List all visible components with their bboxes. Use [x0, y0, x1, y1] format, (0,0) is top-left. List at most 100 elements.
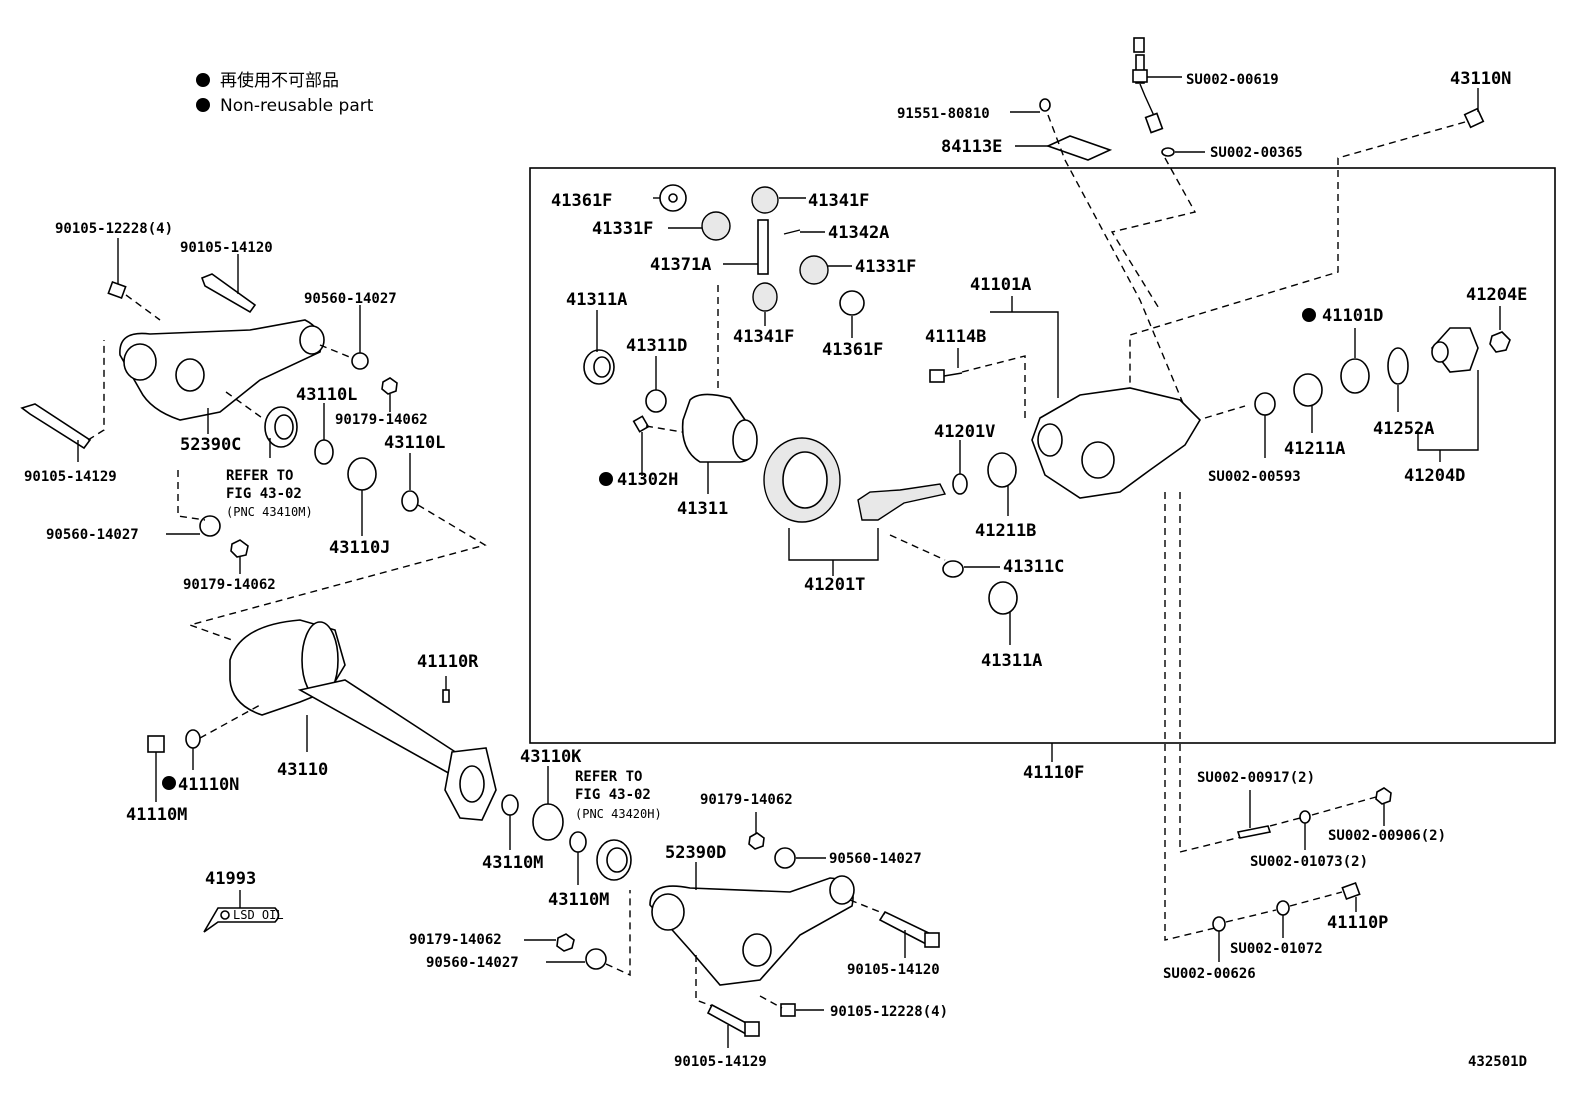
label-41101d: 41101D	[1322, 306, 1383, 326]
nut-su002-01072-icon	[1276, 900, 1290, 916]
refer-to-left: REFER TO	[226, 468, 293, 484]
label-41101a: 41101A	[970, 275, 1031, 295]
label-41331f-left: 41331F	[592, 219, 653, 239]
breather-assembly	[1110, 37, 1205, 311]
non-reusable-bullet-icon	[599, 472, 613, 486]
diff-case-group	[583, 310, 758, 494]
label-41110f: 41110F	[1023, 763, 1084, 783]
label-43110n: 43110N	[1450, 69, 1511, 89]
bolt-90105-14129-icon	[20, 403, 92, 450]
nut-su002-00906-icon	[1375, 787, 1392, 805]
nut-90179-14062-lower-icon	[556, 933, 575, 952]
label-84113e: 84113E	[941, 137, 1002, 157]
pnc-ref-left: (PNC 43410M)	[226, 505, 313, 519]
label-41110r: 41110R	[417, 652, 479, 672]
figure-code: 432501D	[1468, 1054, 1527, 1070]
pinion-shaft-41371a-icon	[757, 219, 769, 275]
label-90105-12228-right: 90105-12228(4)	[830, 1004, 948, 1020]
label-41361f-bottom: 41361F	[822, 340, 883, 360]
bracket-84113e-icon	[1045, 135, 1113, 161]
bearing-43110m-right-icon	[569, 831, 587, 853]
label-41311: 41311	[677, 499, 728, 519]
bearing-41101d-icon	[1340, 358, 1370, 394]
pnc-ref-right: (PNC 43420H)	[575, 807, 662, 821]
bolt-41114b-icon	[929, 369, 945, 383]
fig-ref-left: FIG 43-02	[226, 486, 302, 502]
label-43110l-right: 43110L	[384, 433, 445, 453]
carrier-bore-icon	[1081, 441, 1115, 479]
gasket-41110n-icon	[185, 729, 201, 749]
label-41110m: 41110M	[126, 805, 187, 825]
nut-su002-00626-icon	[1212, 916, 1226, 932]
bracket-assembly	[1010, 98, 1191, 421]
nut-90179-14062-right-icon	[748, 832, 765, 850]
label-43110m-left: 43110M	[482, 853, 543, 873]
bolt-90105-14129-right-icon	[706, 1003, 752, 1036]
label-su002-01073: SU002-01073(2)	[1250, 854, 1368, 870]
label-41110n: 41110N	[178, 775, 239, 795]
label-41204d: 41204D	[1404, 466, 1465, 486]
bracket-52390d-bushing-right-icon	[829, 875, 855, 905]
non-reusable-bullet-icon	[1302, 308, 1316, 322]
bracket-bushing-icon	[123, 343, 157, 381]
differential-carrier-frame	[529, 167, 1556, 744]
legend-en-text: Non-reusable part	[220, 96, 374, 116]
label-41993: 41993	[205, 869, 256, 889]
lsd-oil-tag-group: LSD OIL	[203, 890, 284, 933]
ring-gear-bore-icon	[782, 451, 828, 509]
nut-90179-14062-icon	[381, 377, 398, 395]
carrier-side-icon	[1037, 423, 1063, 457]
washer-90560-14027-bottom-icon	[199, 515, 221, 537]
label-90179-14062-left-bottom: 90179-14062	[183, 577, 276, 593]
nut-41204e-icon	[1489, 331, 1511, 353]
legend: 再使用不可部品 Non-reusable part	[196, 70, 374, 116]
label-41201v: 41201V	[934, 422, 995, 442]
side-gear-41341f-icon	[751, 186, 779, 214]
bolt-41110p-icon	[1341, 881, 1361, 901]
washer-90560-14027-right-icon	[774, 847, 796, 869]
label-41331f-right: 41331F	[855, 257, 916, 277]
washer-41311d-icon	[645, 389, 667, 413]
bolt-90105-14120-head-icon	[924, 932, 940, 948]
label-43110: 43110	[277, 760, 328, 780]
label-90105-12228-left: 90105-12228(4)	[55, 221, 173, 237]
label-su002-00365: SU002-00365	[1210, 145, 1303, 161]
label-41211b: 41211B	[975, 521, 1036, 541]
pinion-gear-41331f-icon	[701, 211, 731, 241]
left-mount-group	[20, 238, 487, 641]
seal-inner-icon	[274, 414, 294, 440]
label-90560-14027-right: 90560-14027	[829, 851, 922, 867]
label-90105-14120-left: 90105-14120	[180, 240, 273, 256]
bearing-43110l-icon	[314, 439, 334, 465]
bolt-90105-12228-right-icon	[780, 1003, 796, 1017]
label-43110k: 43110K	[520, 747, 582, 767]
label-su002-00906: SU002-00906(2)	[1328, 828, 1446, 844]
label-91551-80810: 91551-80810	[897, 106, 990, 122]
label-41371a: 41371A	[650, 255, 711, 275]
label-43110j: 43110J	[329, 538, 390, 558]
bearing-41311a-bottom-icon	[988, 581, 1018, 615]
breather-cap-icon	[1133, 37, 1145, 53]
bracket-52390d-icon	[649, 877, 854, 986]
bolt-91551-icon	[1039, 98, 1051, 112]
drive-pinion-icon	[857, 483, 947, 521]
oil-seal-su002-00593-icon	[1254, 392, 1276, 416]
bolt-43110n-icon	[1463, 107, 1485, 129]
label-41361f-top: 41361F	[551, 191, 612, 211]
lsd-tag-hole-icon	[220, 910, 230, 920]
bracket-bushing-right-icon	[299, 325, 325, 355]
label-90560-14027-lower: 90560-14027	[426, 955, 519, 971]
bracket-52390d-hole-icon	[742, 933, 772, 967]
label-90179-14062-left: 90179-14062	[335, 412, 428, 428]
label-90105-14120-right: 90105-14120	[847, 962, 940, 978]
label-41201t: 41201T	[804, 575, 865, 595]
bearing-43110m-icon	[501, 794, 519, 816]
thrust-washer-41361f-right-icon	[839, 290, 865, 316]
carrier-housing-group	[929, 296, 1246, 941]
label-43110l-left: 43110L	[296, 385, 357, 405]
stud-su002-00917-icon	[1236, 825, 1272, 839]
label-90105-14129-left: 90105-14129	[24, 469, 117, 485]
label-90179-14062-lower: 90179-14062	[409, 932, 502, 948]
bearing-43110k-icon	[532, 803, 564, 841]
